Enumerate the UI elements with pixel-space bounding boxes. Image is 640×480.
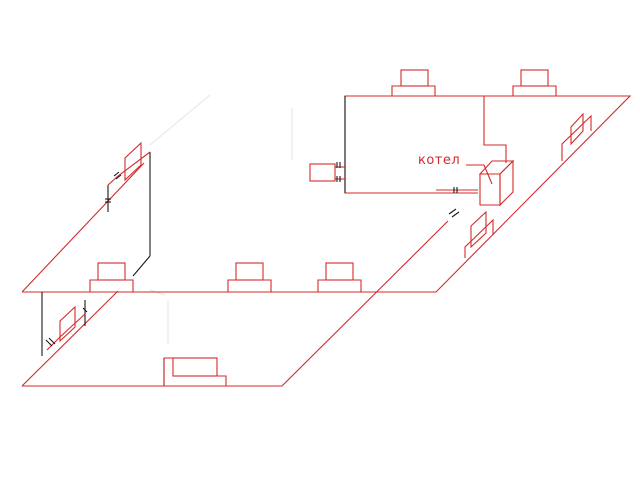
radiator-upper-1 (89, 262, 134, 292)
boiler-label: котел (418, 153, 460, 168)
radiator-lower-1 (163, 357, 227, 386)
radiator-upper-6 (561, 112, 592, 161)
upper-floor-outline (21, 95, 632, 293)
boiler (466, 159, 515, 207)
valve-marks (45, 162, 460, 347)
lower-floor-outline (21, 220, 449, 387)
construction-lines (149, 94, 293, 345)
radiator-upper-7 (107, 141, 151, 186)
radiator-upper-2 (227, 262, 272, 292)
radiator-upper-5 (512, 69, 557, 96)
boiler-room-pipes (344, 95, 507, 194)
radiator-lower-2 (46, 305, 86, 351)
risers (41, 152, 165, 386)
radiator-upper-3 (317, 262, 362, 292)
radiator-upper-4 (391, 69, 436, 96)
radiator-lower-3 (464, 210, 494, 258)
